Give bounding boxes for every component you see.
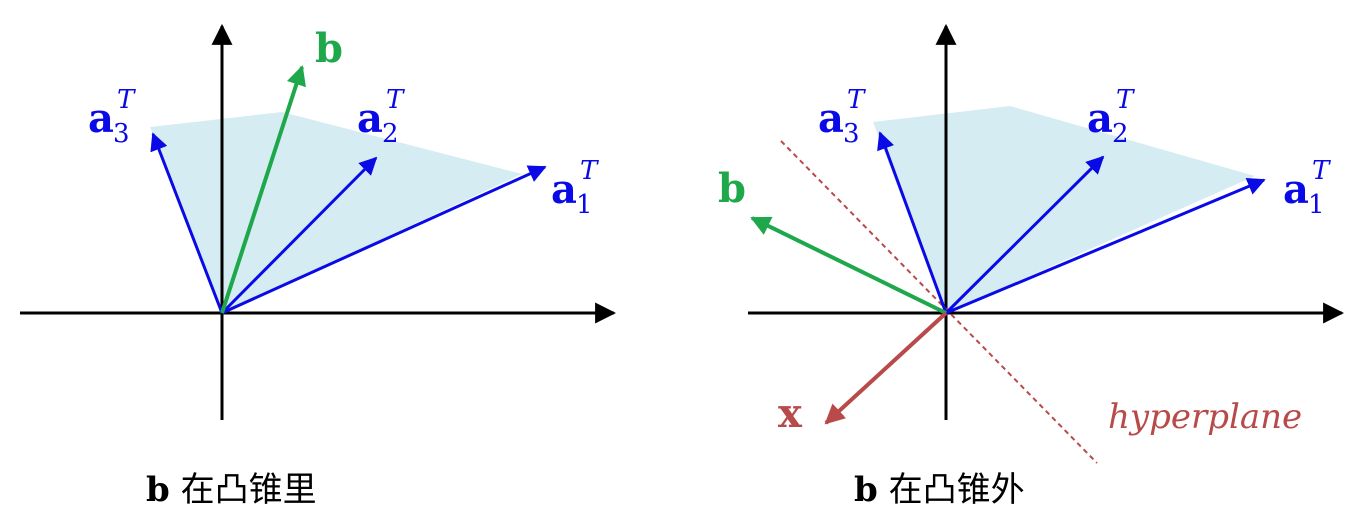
right-label-b: b [718, 165, 746, 212]
left-vector-a1 [221, 165, 547, 315]
right-vector-a1 [945, 177, 1266, 315]
right-vector-a2 [944, 155, 1105, 315]
right-cone-region [873, 106, 1255, 313]
right-label-a1: a1T [1283, 156, 1331, 220]
right-vector-a3 [877, 131, 948, 314]
left-caption-text: 在凸锥里 [180, 470, 317, 510]
right-label-x: x [778, 390, 803, 437]
right-panel: a3T a2T a1T b x hyperplane [718, 23, 1345, 464]
left-label-a3: a3T [88, 85, 136, 149]
right-vector-b [750, 216, 947, 315]
right-label-a3: a3T [818, 85, 866, 149]
right-caption-vector: b [854, 470, 878, 510]
left-label-b: b [315, 25, 343, 72]
hyperplane-label: hyperplane [1108, 397, 1302, 437]
right-caption: b 在凸锥外 [854, 462, 1025, 511]
left-vector-b [220, 65, 306, 314]
right-caption-text: 在凸锥外 [888, 470, 1025, 510]
right-label-a2: a2T [1087, 85, 1135, 149]
right-vector-x [824, 311, 948, 425]
left-caption-vector: b [146, 470, 170, 510]
left-vector-a2 [220, 156, 378, 315]
left-vector-a3 [150, 132, 224, 314]
left-panel: a3T a2T a1T b [20, 23, 617, 420]
hyperplane-line [780, 140, 1098, 464]
left-cone-region [150, 112, 522, 313]
left-label-a2: a2T [357, 85, 405, 149]
left-label-a1: a1T [551, 156, 599, 220]
left-caption: b 在凸锥里 [146, 462, 317, 511]
